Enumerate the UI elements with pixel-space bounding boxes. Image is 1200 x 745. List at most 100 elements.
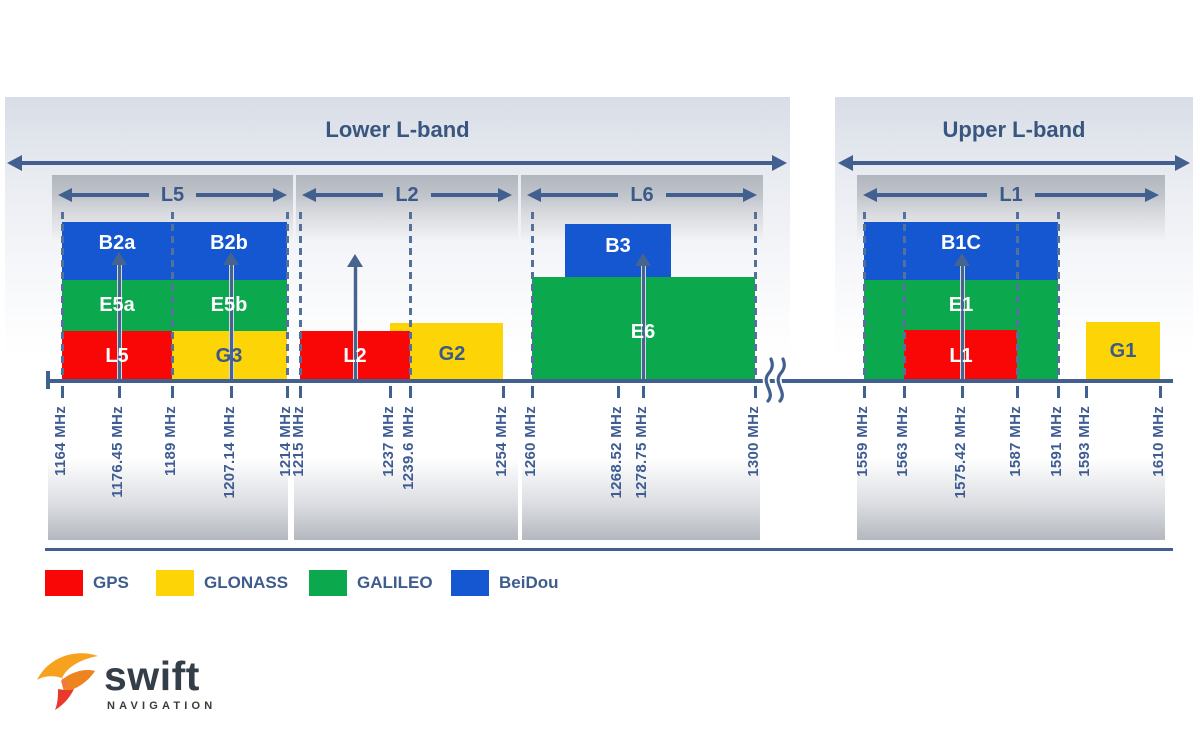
arrow-line — [1034, 193, 1145, 197]
freq-label-0: 1164 MHz — [52, 406, 69, 476]
swift-navigation-logo: swift NAVIGATION — [36, 645, 236, 720]
signal-block-G1 — [1086, 322, 1160, 381]
upper-lband-extent-arrow — [838, 155, 1190, 171]
band-edge-dashed-line-0 — [61, 212, 64, 381]
legend-swatch-BeiDou — [451, 570, 489, 596]
freq-label-10: 1268.52 MHz — [608, 406, 625, 499]
center-freq-arrow-stem-2 — [353, 265, 358, 379]
logo-subtitle-text: NAVIGATION — [107, 700, 217, 712]
freq-tick-6 — [389, 386, 392, 398]
arrowhead-left-icon — [863, 188, 877, 202]
freq-label-14: 1563 MHz — [894, 406, 911, 477]
band-edge-dashed-line-4 — [409, 212, 412, 381]
band-label-L5: L5 — [160, 184, 185, 206]
freq-label-1: 1176.45 MHz — [109, 406, 126, 498]
signal-label-B2b: B2b — [210, 232, 248, 254]
signal-block-B3 — [565, 224, 671, 277]
frequency-axis-endcap — [46, 371, 50, 389]
legend-label-GALILEO: GALILEO — [357, 573, 433, 592]
legend-label-BeiDou: BeiDou — [499, 573, 559, 592]
band-label-L2: L2 — [395, 184, 419, 206]
signal-label-E1: E1 — [948, 294, 974, 316]
freq-tick-7 — [409, 386, 412, 398]
freq-tick-8 — [502, 386, 505, 398]
freq-label-2: 1189 MHz — [162, 406, 179, 476]
band-edge-dashed-line-2 — [286, 212, 289, 381]
band-edge-dashed-line-7 — [863, 212, 866, 381]
band-label-L1: L1 — [999, 184, 1023, 206]
freq-tick-16 — [1016, 386, 1019, 398]
band-edge-dashed-line-8 — [903, 212, 906, 381]
center-freq-arrow-stem-1 — [229, 263, 234, 379]
band-edge-dashed-line-6 — [754, 212, 757, 381]
signal-label-G1: G1 — [1109, 340, 1137, 362]
center-freq-arrow-stem-4 — [960, 264, 965, 379]
arrowhead-left-icon — [58, 188, 72, 202]
band-edge-dashed-line-3 — [299, 212, 302, 381]
legend-divider — [45, 548, 1173, 551]
signal-label-L5: L5 — [105, 345, 129, 367]
logo-brand-text: swift — [104, 653, 200, 699]
axis-break-icon — [762, 356, 788, 404]
arrowhead-left-icon — [838, 155, 853, 171]
arrow-line — [13, 161, 781, 165]
signal-label-E5b: E5b — [210, 294, 248, 316]
center-freq-arrowhead-icon-3 — [635, 253, 651, 266]
center-freq-arrowhead-icon-4 — [954, 253, 970, 266]
swift-bird-icon — [37, 653, 98, 710]
freq-label-7: 1239.6 MHz — [400, 406, 417, 490]
center-freq-arrow-stem-0 — [117, 263, 122, 379]
legend-swatch-GALILEO — [309, 570, 347, 596]
arrow-line — [72, 193, 149, 197]
freq-label-12: 1300 MHz — [745, 406, 762, 477]
signal-label-L1: L1 — [949, 345, 973, 367]
signal-label-B3: B3 — [605, 235, 631, 257]
center-freq-arrowhead-icon-1 — [223, 252, 239, 265]
legend-label-GLONASS: GLONASS — [204, 573, 289, 592]
band-edge-dashed-line-5 — [531, 212, 534, 381]
center-freq-arrowhead-icon-0 — [111, 252, 127, 265]
band-edge-dashed-line-10 — [1057, 212, 1060, 381]
bottom-strip-2 — [522, 458, 760, 540]
signal-label-B1C: B1C — [940, 232, 981, 254]
arrowhead-left-icon — [7, 155, 22, 171]
freq-label-18: 1593 MHz — [1076, 406, 1093, 477]
band-label-L6: L6 — [630, 184, 654, 206]
lower-lband-extent-arrow — [7, 155, 787, 171]
freq-tick-12 — [754, 386, 757, 398]
freq-tick-11 — [642, 386, 645, 398]
arrowhead-right-icon — [1175, 155, 1190, 171]
lower-lband-title: Lower L-band — [325, 117, 470, 142]
arrowhead-right-icon — [498, 188, 512, 202]
freq-label-8: 1254 MHz — [493, 406, 510, 477]
freq-label-11: 1278.75 MHz — [633, 406, 650, 499]
band-arrow-L2: L2 — [296, 184, 518, 206]
freq-label-3: 1207.14 MHz — [221, 406, 238, 499]
signal-label-L2: L2 — [343, 345, 367, 367]
band-arrow-L1: L1 — [857, 184, 1165, 206]
freq-label-6: 1237 MHz — [380, 406, 397, 477]
signal-label-E6: E6 — [630, 321, 656, 343]
arrow-line — [844, 161, 1184, 165]
arrowhead-right-icon — [743, 188, 757, 202]
arrow-line — [541, 193, 619, 197]
band-edge-dashed-line-1 — [171, 212, 174, 381]
bottom-strip-3 — [857, 458, 1165, 540]
freq-tick-5 — [299, 386, 302, 398]
center-freq-arrow-stem-3 — [641, 264, 646, 379]
freq-tick-0 — [61, 386, 64, 398]
freq-label-13: 1559 MHz — [854, 406, 871, 477]
signal-label-G3: G3 — [215, 345, 243, 367]
freq-tick-18 — [1085, 386, 1088, 398]
legend-swatch-GPS — [45, 570, 83, 596]
arrowhead-right-icon — [772, 155, 787, 171]
freq-tick-3 — [230, 386, 233, 398]
freq-tick-17 — [1057, 386, 1060, 398]
upper-lband-title: Upper L-band — [942, 117, 1086, 142]
legend-swatch-GLONASS — [156, 570, 194, 596]
arrowhead-right-icon — [1145, 188, 1159, 202]
freq-tick-15 — [961, 386, 964, 398]
freq-label-17: 1591 MHz — [1048, 406, 1065, 477]
band-arrow-L6: L6 — [521, 184, 763, 206]
